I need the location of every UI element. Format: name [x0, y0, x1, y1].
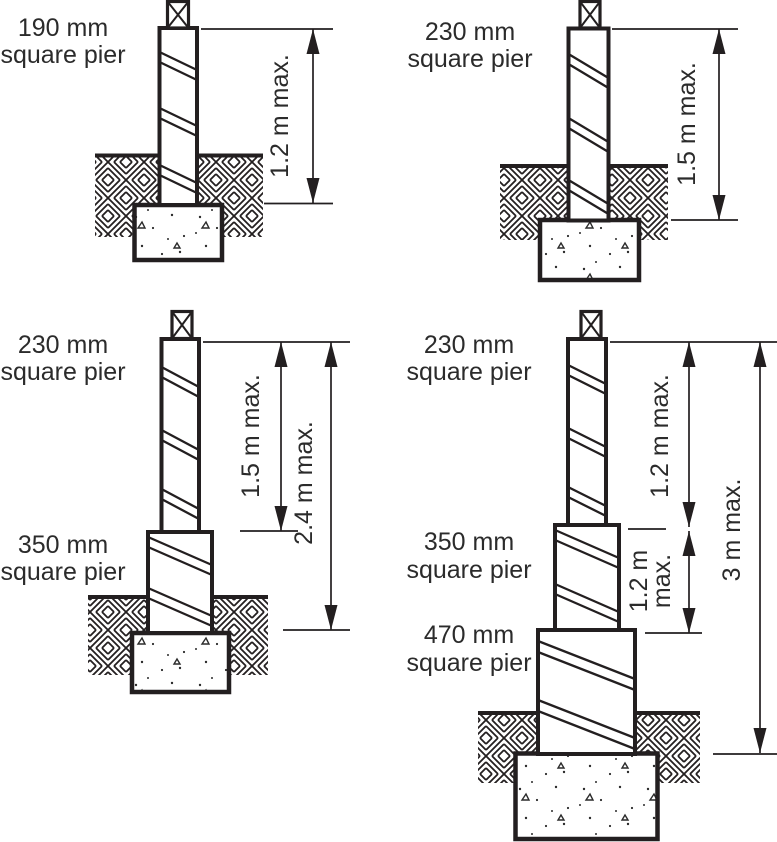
dimension-1_5m: 1.5 m max. [237, 342, 288, 531]
arrow-up-icon [306, 29, 320, 54]
pier-size-caption: square pier [406, 358, 531, 386]
brickwork-marks [147, 535, 213, 628]
brickwork-marks [537, 639, 636, 751]
extension-lines [201, 28, 333, 205]
post-cross-icon [165, 0, 191, 30]
brickwork-marks [160, 365, 200, 521]
extension-lines [610, 341, 777, 755]
pier-size-label: 350 mm square pier [406, 528, 531, 584]
pier-size-value: 350 mm [18, 531, 108, 559]
pier-size-label: 470 mm square pier [406, 621, 531, 677]
pier-size-label: 350 mm square pier [0, 531, 125, 586]
concrete-footing [132, 202, 225, 263]
figure-three-tier-pier: 1.2 m max. 1.2 m max. 3 m max. 230 mm sq… [406, 309, 777, 842]
arrow-up-icon [712, 29, 726, 54]
dimension-label: 2.4 m max. [290, 421, 318, 545]
dimension-overall-3m: 3 m max. [718, 342, 767, 753]
arrow-down-icon [306, 178, 320, 203]
pier-size-caption: square pier [0, 558, 125, 586]
brickwork-marks [567, 53, 610, 215]
arrow-up-icon [682, 531, 696, 556]
pier-size-caption: square pier [0, 358, 125, 386]
pier-size-label: 230 mm square pier [0, 331, 125, 386]
arrow-down-icon [712, 195, 726, 220]
dimension-upper-1_2m: 1.2 m max. [646, 342, 696, 527]
arrow-down-icon [682, 502, 696, 527]
pier-size-caption: square pier [406, 556, 531, 584]
dimension-label: 1.5 m max. [237, 374, 265, 498]
arrow-up-icon [274, 342, 288, 367]
pier-size-value: 350 mm [424, 528, 514, 556]
dimension-1_2m: 1.2 m max. [266, 29, 320, 203]
extension-lines [203, 341, 350, 631]
pier-size-value: 470 mm [424, 621, 514, 649]
dimension-2_4m: 2.4 m max. [290, 342, 338, 630]
dimension-1_5m: 1.5 m max. [673, 29, 726, 220]
concrete-footing [129, 630, 232, 695]
brickwork-marks [554, 528, 620, 624]
arrow-up-icon [753, 342, 767, 367]
pier-shaft-350 [553, 523, 621, 632]
concrete-footing [513, 751, 660, 842]
dimension-label-line2: max. [648, 554, 676, 608]
arrow-down-icon [274, 506, 288, 531]
post-cross-icon [170, 309, 194, 341]
dimension-label-line1: 1.2 m [625, 550, 653, 613]
arrow-up-icon [682, 342, 696, 367]
figure-single-pier-230: 1.5 m max. 230 mm square pier [407, 0, 738, 283]
figure-two-tier-pier: 1.5 m max. 2.4 m max. 230 mm square pier… [0, 309, 350, 695]
pier-size-label: 190 mm square pier [0, 14, 125, 69]
dimension-label: 1.2 m max. [266, 54, 294, 178]
post-cross-icon [579, 309, 603, 341]
figure-single-pier-190: 1.2 m max. 190 mm square pier [0, 0, 333, 263]
arrow-down-icon [753, 728, 767, 753]
pier-shaft-470 [536, 628, 637, 756]
extension-lines [612, 28, 738, 221]
pier-size-value: 230 mm [425, 18, 515, 46]
pier-size-label: 230 mm square pier [407, 18, 532, 73]
pier-size-caption: square pier [406, 649, 531, 677]
arrow-down-icon [324, 605, 338, 630]
dimension-label: 1.5 m max. [673, 62, 701, 186]
arrow-up-icon [324, 342, 338, 367]
pier-size-value: 230 mm [18, 331, 108, 359]
brickwork-marks [567, 363, 607, 518]
arrow-down-icon [682, 608, 696, 633]
pier-shaft-350 [146, 530, 214, 635]
dimension-label: 1.2 m max. [646, 374, 674, 498]
pier-size-label: 230 mm square pier [406, 331, 531, 386]
brickwork-marks [159, 50, 198, 195]
dimension-middle-1_2m: 1.2 m max. [625, 531, 696, 633]
pier-size-value: 190 mm [18, 14, 108, 42]
post-cross-icon [578, 0, 602, 30]
pier-size-caption: square pier [407, 45, 532, 73]
concrete-footing [537, 217, 642, 283]
pier-size-caption: square pier [0, 41, 125, 69]
pier-size-value: 230 mm [424, 331, 514, 359]
dimension-label: 3 m max. [718, 479, 746, 582]
